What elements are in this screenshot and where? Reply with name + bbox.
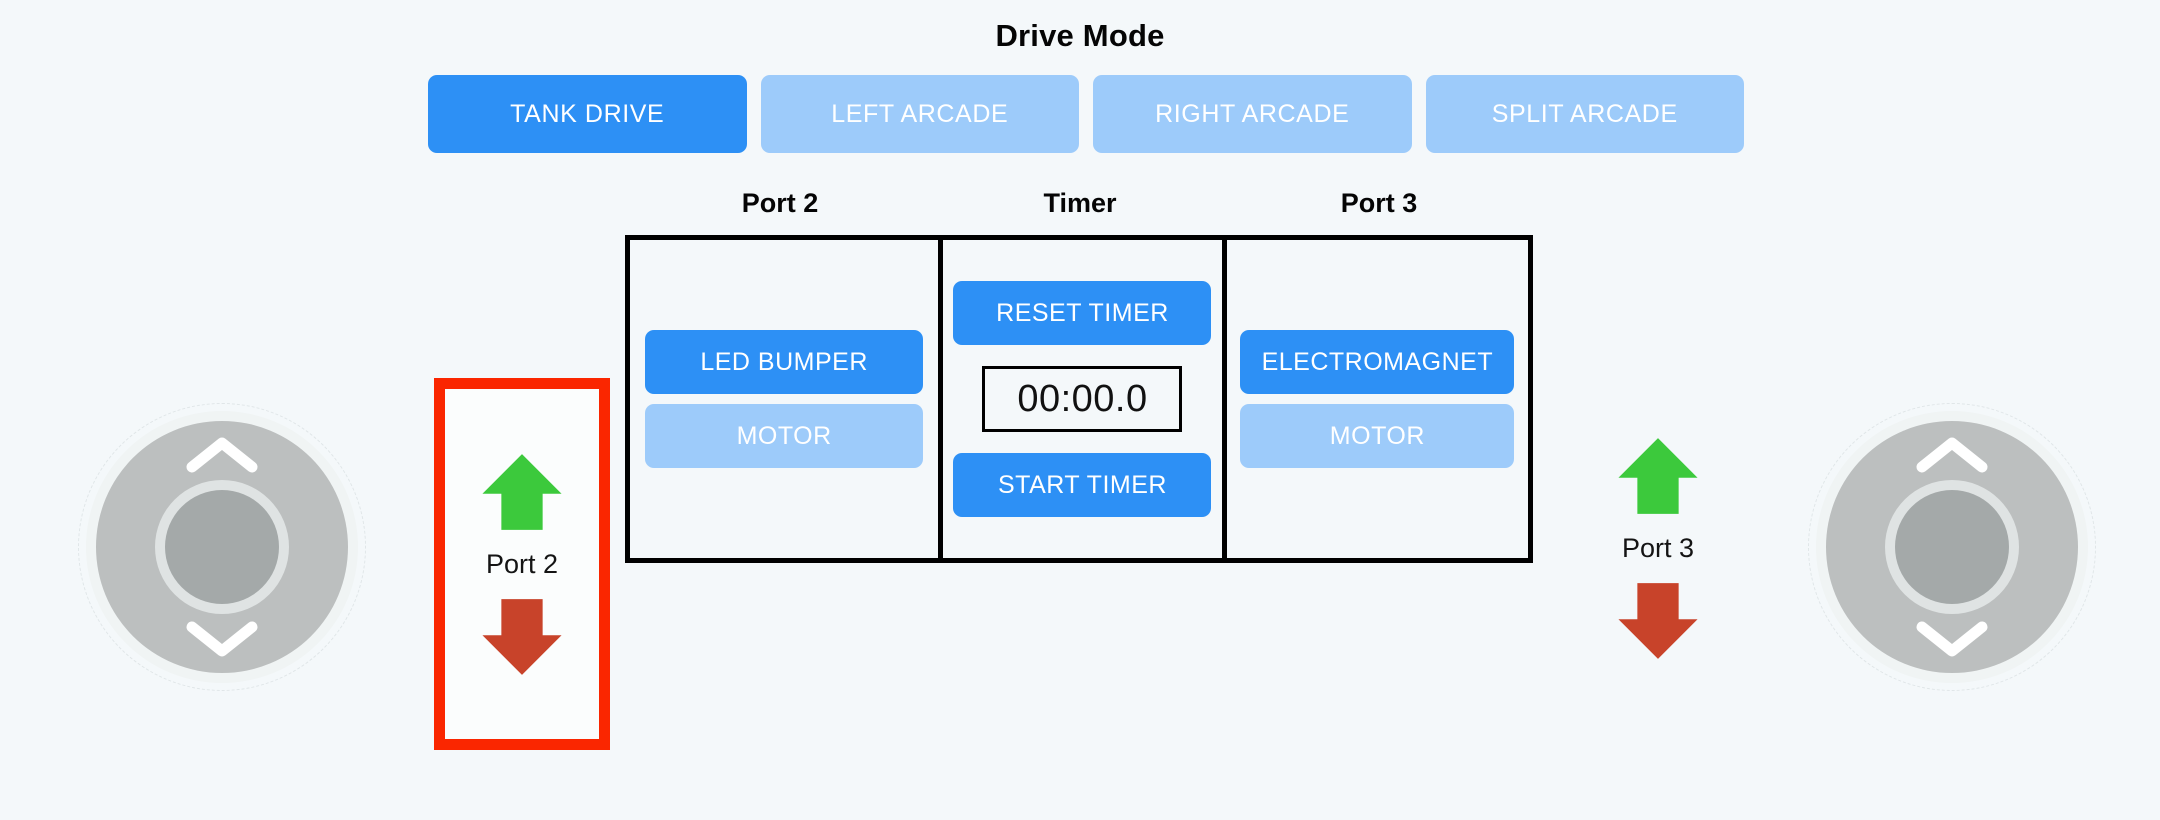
- port2-column-caption: Port 2: [741, 188, 819, 218]
- device-panel: LED BUMPER MOTOR RESET TIMER 00:00.0 STA…: [625, 235, 1533, 563]
- electromagnet-button[interactable]: ELECTROMAGNET: [1240, 330, 1515, 394]
- port2-arrow-control: Port 2: [434, 378, 610, 750]
- left-joystick-outline: [78, 403, 366, 691]
- start-timer-button[interactable]: START TIMER: [953, 453, 1212, 517]
- port3-column: ELECTROMAGNET MOTOR: [1227, 240, 1528, 558]
- red-down-arrow-icon: [482, 598, 562, 675]
- drive-mode-split-arcade[interactable]: SPLIT ARCADE: [1425, 75, 1744, 153]
- timer-column-caption: Timer: [1043, 188, 1117, 218]
- left-joystick-knob[interactable]: [165, 490, 279, 604]
- right-joystick-outline: [1808, 403, 2096, 691]
- port3-arrow-control: Port 3: [1570, 398, 1746, 698]
- port2-up-arrow-button[interactable]: [479, 449, 565, 535]
- chevron-down-icon: [1916, 621, 1988, 657]
- port2-motor-button[interactable]: MOTOR: [645, 404, 924, 468]
- port2-button-stack: LED BUMPER MOTOR: [645, 330, 924, 468]
- green-up-arrow-icon: [1618, 437, 1698, 514]
- drive-mode-right-arcade[interactable]: RIGHT ARCADE: [1093, 75, 1412, 153]
- chevron-up-icon: [1916, 437, 1988, 473]
- port2-control-label: Port 2: [485, 548, 559, 579]
- port2-down-arrow-button[interactable]: [479, 594, 565, 680]
- port3-button-stack: ELECTROMAGNET MOTOR: [1240, 330, 1515, 468]
- reset-timer-button[interactable]: RESET TIMER: [953, 281, 1212, 345]
- timer-display: 00:00.0: [982, 366, 1183, 432]
- green-up-arrow-icon: [482, 453, 562, 530]
- port3-motor-button[interactable]: MOTOR: [1240, 404, 1515, 468]
- port3-control-label: Port 3: [1621, 532, 1695, 563]
- port3-column-caption: Port 3: [1340, 188, 1418, 218]
- chevron-down-icon: [186, 621, 258, 657]
- timer-stack: RESET TIMER 00:00.0 START TIMER: [953, 281, 1212, 517]
- red-down-arrow-icon: [1618, 582, 1698, 659]
- page-title: Drive Mode: [995, 18, 1165, 53]
- right-joystick-knob[interactable]: [1895, 490, 2009, 604]
- port2-column: LED BUMPER MOTOR: [630, 240, 938, 558]
- chevron-up-icon: [186, 437, 258, 473]
- drive-mode-selector: TANK DRIVE LEFT ARCADE RIGHT ARCADE SPLI…: [428, 75, 1744, 153]
- led-bumper-button[interactable]: LED BUMPER: [645, 330, 924, 394]
- left-joystick[interactable]: [78, 403, 366, 691]
- port3-down-arrow-button[interactable]: [1615, 578, 1701, 664]
- drive-mode-left-arcade[interactable]: LEFT ARCADE: [760, 75, 1079, 153]
- timer-column: RESET TIMER 00:00.0 START TIMER: [938, 240, 1227, 558]
- drive-mode-tank-drive[interactable]: TANK DRIVE: [428, 75, 747, 153]
- port3-up-arrow-button[interactable]: [1615, 433, 1701, 519]
- right-joystick[interactable]: [1808, 403, 2096, 691]
